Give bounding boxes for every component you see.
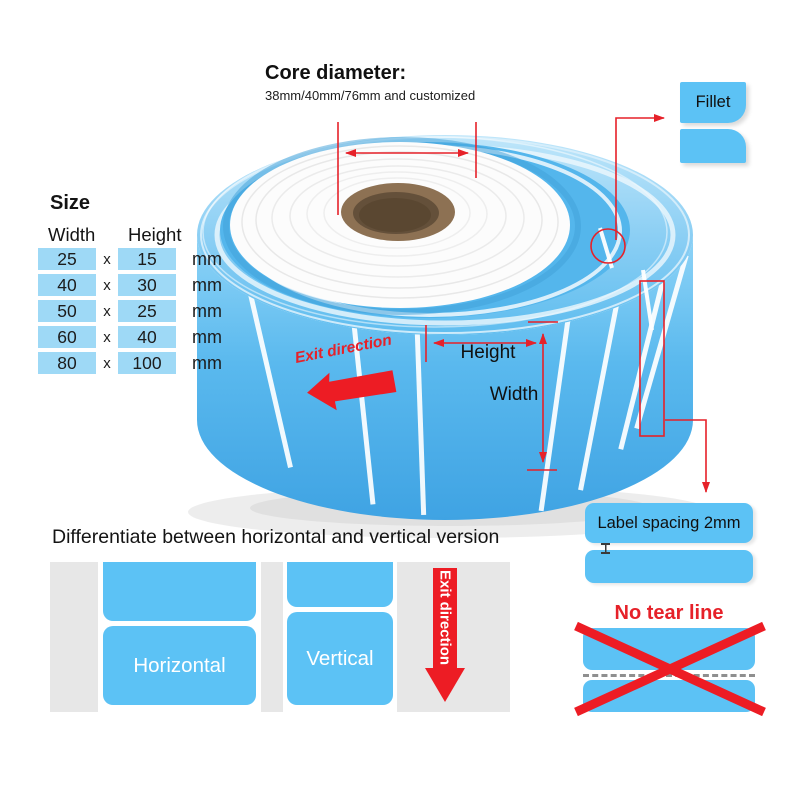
width-cell: 60 [38,326,96,348]
red-cross-icon [574,621,766,717]
arrow-shaft: Exit direction [433,568,457,668]
size-table: 25 x 15 mm 40 x 30 mm 50 x 25 mm 60 x 40… [38,248,222,378]
roll-exit-direction-arrow-icon [307,370,397,411]
roll-front-band [197,235,693,520]
size-col-header-width: Width [48,224,96,245]
height-dim-label: Height [461,342,517,363]
label-spacing-callout: Label spacing 2mm [585,503,753,583]
fillet-connector-arrow [615,114,665,240]
tear-line-dashed-icon [583,673,755,677]
tear-line-gap [583,670,755,680]
unit-label: mm [192,326,222,347]
table-row: 80 x 100 mm [38,352,222,374]
core-diameter-subtitle: 38mm/40mm/76mm and customized [265,88,476,103]
vertical-label-strip: Vertical [283,562,397,712]
fillet-label-swatch [680,129,746,163]
height-cell: 30 [118,274,176,296]
horizontal-label: Horizontal [103,626,256,705]
width-dim-label: Width [490,384,539,405]
unit-label: mm [192,248,222,269]
height-cell: 100 [118,352,176,374]
spacing-ibeam-icon [601,543,610,554]
arrow-head-icon [425,668,465,702]
height-cell: 40 [118,326,176,348]
horizontal-label-strip: Horizontal [98,562,261,712]
times-separator: x [103,276,111,294]
times-separator: x [103,250,111,268]
no-tear-line-title: No tear line [614,602,724,624]
label-spacing-label: Label spacing 2mm [585,503,753,543]
label-swatch [287,562,393,607]
label-spacing-gap [585,543,753,554]
spacing-connector-arrow [665,419,710,493]
width-cell: 80 [38,352,96,374]
front-label-gaps [241,254,689,516]
table-row: 50 x 25 mm [38,300,222,322]
no-tear-line-illustration [583,628,755,712]
top-band-gaps [598,227,654,331]
height-cell: 15 [118,248,176,270]
width-cell: 40 [38,274,96,296]
cardboard-core [341,183,455,241]
size-table-title: Size [50,192,91,214]
spacing-highlight-rect [639,280,665,437]
table-row: 60 x 40 mm [38,326,222,348]
vertical-label: Vertical [287,612,393,705]
times-separator: x [103,302,111,320]
times-separator: x [103,354,111,372]
width-cell: 50 [38,300,96,322]
exit-direction-down-arrow: Exit direction [425,568,465,704]
width-cell: 25 [38,248,96,270]
unit-label: mm [192,274,222,295]
times-separator: x [103,328,111,346]
roll-top-face [197,135,693,335]
table-row: 40 x 30 mm [38,274,222,296]
fillet-highlight-circle [590,228,626,264]
height-cell: 25 [118,300,176,322]
orientation-panel: Horizontal Vertical Exit direction [50,562,510,712]
red-annotations [337,114,710,493]
orientation-section-title: Differentiate between horizontal and ver… [52,526,500,548]
label-swatch [103,562,256,621]
fillet-callout: Fillet [680,82,746,163]
unit-label: mm [192,352,222,373]
core-diameter-title: Core diameter: [265,62,407,84]
unit-label: mm [192,300,222,321]
size-col-header-height: Height [128,224,182,245]
label-swatch [585,550,753,583]
exit-direction-label: Exit direction [436,570,454,666]
fillet-label: Fillet [680,82,746,123]
table-row: 25 x 15 mm [38,248,222,270]
label-swatch [583,628,755,670]
